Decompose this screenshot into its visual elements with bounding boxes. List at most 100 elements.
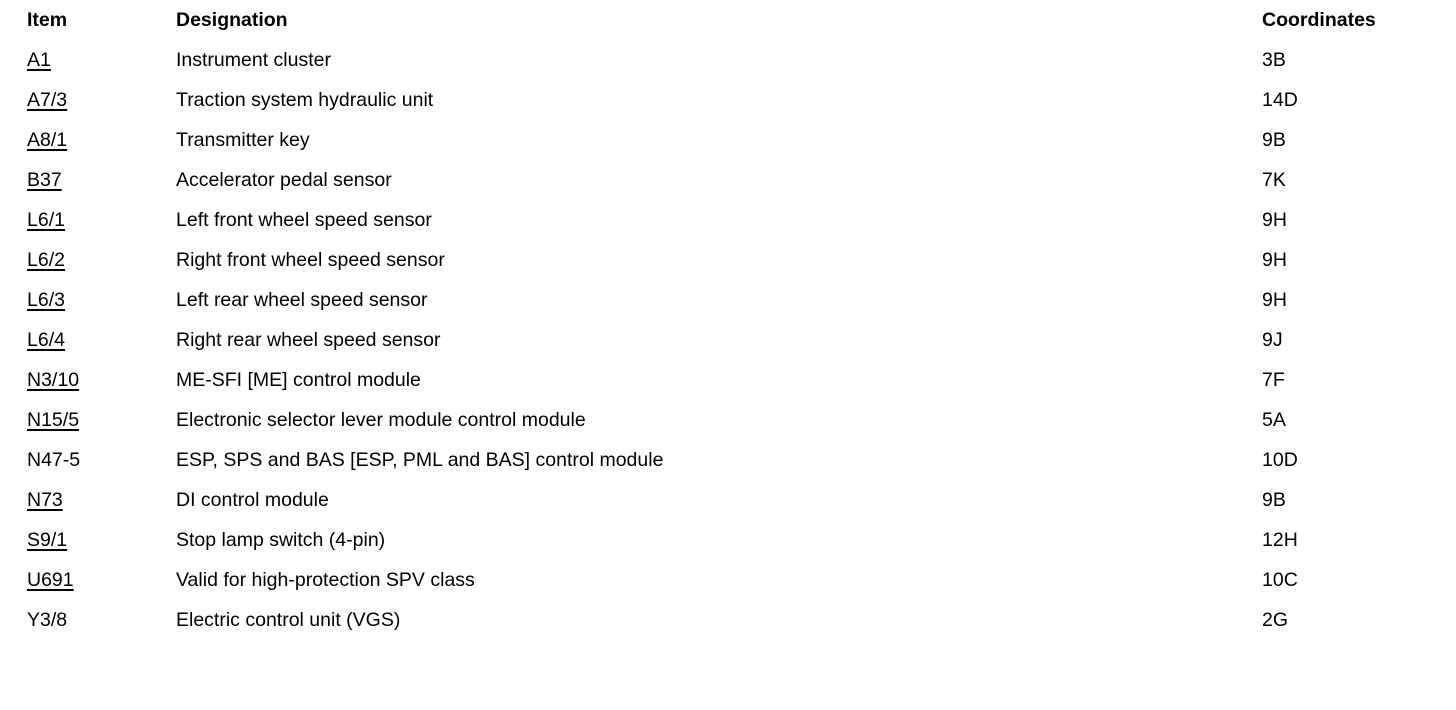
table-row: A8/1 Transmitter key 9B xyxy=(0,120,1456,160)
item-link[interactable]: L6/3 xyxy=(27,289,65,311)
cell-coordinates: 5A xyxy=(1236,400,1456,440)
table-row: U691 Valid for high-protection SPV class 1… xyxy=(0,560,1456,600)
coordinates-label: 7F xyxy=(1262,369,1285,391)
designation-label: Accelerator pedal sensor xyxy=(176,169,392,191)
item-link[interactable]: N15/5 xyxy=(27,409,80,431)
cell-coordinates: 9H xyxy=(1236,240,1456,280)
designation-label: Traction system hydraulic unit xyxy=(176,89,434,111)
cell-item: A8/1 xyxy=(0,120,149,160)
cell-item: A1 xyxy=(0,40,149,80)
cell-item: B37 xyxy=(0,160,149,200)
item-link[interactable]: N3/10 xyxy=(27,369,80,391)
table-row: L6/2 Right front wheel speed sensor 9H xyxy=(0,240,1456,280)
cell-item: S9/1 xyxy=(0,520,149,560)
designation-label: Electronic selector lever module control… xyxy=(176,409,586,431)
cell-coordinates: 7K xyxy=(1236,160,1456,200)
coordinates-label: 9B xyxy=(1262,129,1286,151)
coordinates-label: 10C xyxy=(1262,569,1298,591)
coordinates-label: 3B xyxy=(1262,49,1286,71)
column-header-item: Item xyxy=(0,0,149,40)
cell-designation: ME-SFI [ME] control module xyxy=(149,360,1236,400)
table-row: N3/10 ME-SFI [ME] control module 7F xyxy=(0,360,1456,400)
cell-coordinates: 10C xyxy=(1236,560,1456,600)
designation-label: Right front wheel speed sensor xyxy=(176,249,445,271)
designation-label: Stop lamp switch (4-pin) xyxy=(176,529,386,551)
cell-coordinates: 9B xyxy=(1236,480,1456,520)
item-link[interactable]: N73 xyxy=(27,489,63,511)
table-row: N73 DI control module 9B xyxy=(0,480,1456,520)
table-row: Y3/8 Electric control unit (VGS) 2G xyxy=(0,600,1456,640)
coordinates-label: 12H xyxy=(1262,529,1298,551)
cell-coordinates: 14D xyxy=(1236,80,1456,120)
cell-designation: Electronic selector lever module control… xyxy=(149,400,1236,440)
cell-designation: Valid for high-protection SPV class xyxy=(149,560,1236,600)
cell-coordinates: 12H xyxy=(1236,520,1456,560)
coordinates-label: 9H xyxy=(1262,209,1287,231)
coordinates-label: 9J xyxy=(1262,329,1283,351)
coordinates-label: 9H xyxy=(1262,289,1287,311)
cell-designation: Stop lamp switch (4-pin) xyxy=(149,520,1236,560)
designation-label: Valid for high-protection SPV class xyxy=(176,569,475,591)
cell-item: L6/2 xyxy=(0,240,149,280)
table-row: A1 Instrument cluster 3B xyxy=(0,40,1456,80)
coordinates-label: 14D xyxy=(1262,89,1298,111)
table-row: L6/3 Left rear wheel speed sensor 9H xyxy=(0,280,1456,320)
item-link[interactable]: U691 xyxy=(27,569,74,591)
cell-designation: Transmitter key xyxy=(149,120,1236,160)
parts-legend-table: Item Designation Coordinates A1 Instrumen… xyxy=(0,0,1456,640)
item-link[interactable]: B37 xyxy=(27,169,62,191)
cell-designation: ESP, SPS and BAS [ESP, PML and BAS] cont… xyxy=(149,440,1236,480)
table-row: B37 Accelerator pedal sensor 7K xyxy=(0,160,1456,200)
cell-designation: Electric control unit (VGS) xyxy=(149,600,1236,640)
item-link[interactable]: S9/1 xyxy=(27,529,68,551)
cell-designation: Accelerator pedal sensor xyxy=(149,160,1236,200)
cell-coordinates: 9B xyxy=(1236,120,1456,160)
designation-label: Transmitter key xyxy=(176,129,310,151)
cell-item: L6/3 xyxy=(0,280,149,320)
table-row: L6/1 Left front wheel speed sensor 9H xyxy=(0,200,1456,240)
item-link[interactable]: L6/4 xyxy=(27,329,65,351)
item-link[interactable]: L6/1 xyxy=(27,209,65,231)
table-row: N15/5 Electronic selector lever module co… xyxy=(0,400,1456,440)
cell-coordinates: 2G xyxy=(1236,600,1456,640)
cell-item: U691 xyxy=(0,560,149,600)
cell-item: A7/3 xyxy=(0,80,149,120)
coordinates-label: 7K xyxy=(1262,169,1286,191)
cell-coordinates: 7F xyxy=(1236,360,1456,400)
item-label: Y3/8 xyxy=(27,609,68,631)
column-header-designation-label: Designation xyxy=(176,9,288,31)
table-header: Item Designation Coordinates xyxy=(0,0,1456,40)
item-link[interactable]: A8/1 xyxy=(27,129,68,151)
designation-label: Left rear wheel speed sensor xyxy=(176,289,428,311)
table-row: A7/3 Traction system hydraulic unit 14D xyxy=(0,80,1456,120)
cell-item: N47-5 xyxy=(0,440,149,480)
cell-coordinates: 3B xyxy=(1236,40,1456,80)
column-header-coordinates: Coordinates xyxy=(1236,0,1456,40)
cell-designation: DI control module xyxy=(149,480,1236,520)
cell-item: L6/4 xyxy=(0,320,149,360)
cell-designation: Right rear wheel speed sensor xyxy=(149,320,1236,360)
designation-label: Instrument cluster xyxy=(176,49,331,71)
cell-designation: Traction system hydraulic unit xyxy=(149,80,1236,120)
cell-designation: Right front wheel speed sensor xyxy=(149,240,1236,280)
column-header-item-label: Item xyxy=(27,9,68,31)
table-row: S9/1 Stop lamp switch (4-pin) 12H xyxy=(0,520,1456,560)
table-row: L6/4 Right rear wheel speed sensor 9J xyxy=(0,320,1456,360)
coordinates-label: 9H xyxy=(1262,249,1287,271)
column-header-coordinates-label: Coordinates xyxy=(1262,9,1376,31)
coordinates-label: 5A xyxy=(1262,409,1286,431)
coordinates-label: 10D xyxy=(1262,449,1298,471)
designation-label: ME-SFI [ME] control module xyxy=(176,369,421,391)
table-body: A1 Instrument cluster 3B A7/3 Traction syste… xyxy=(0,40,1456,640)
item-link[interactable]: L6/2 xyxy=(27,249,65,271)
designation-label: Electric control unit (VGS) xyxy=(176,609,401,631)
item-link[interactable]: A1 xyxy=(27,49,51,71)
item-link[interactable]: A7/3 xyxy=(27,89,68,111)
cell-coordinates: 10D xyxy=(1236,440,1456,480)
cell-item: Y3/8 xyxy=(0,600,149,640)
cell-coordinates: 9H xyxy=(1236,280,1456,320)
designation-label: DI control module xyxy=(176,489,329,511)
designation-label: Left front wheel speed sensor xyxy=(176,209,432,231)
designation-label: Right rear wheel speed sensor xyxy=(176,329,441,351)
